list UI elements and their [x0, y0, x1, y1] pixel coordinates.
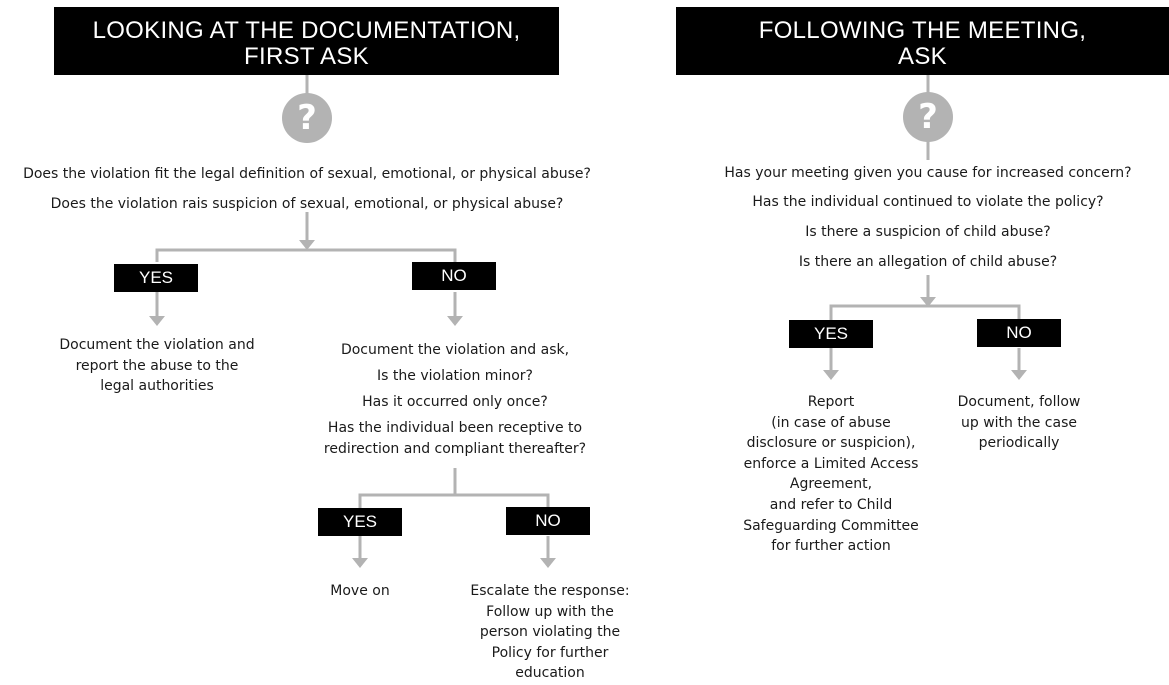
right-heading-line-2: ASK — [898, 43, 947, 70]
left-sub-yes-outcome: Move on — [300, 581, 420, 602]
left-no-label: NO — [412, 262, 496, 290]
left-question-2: Does the violation rais suspicion of sex… — [50, 196, 564, 212]
outcome-line: Document the violation and — [59, 337, 255, 353]
followup-line: Document the violation and ask, — [340, 342, 570, 358]
outcome-line: up with the case — [961, 414, 1077, 431]
followup-line: Is the violation minor? — [377, 368, 533, 384]
left-heading-line-2: FIRST ASK — [244, 43, 369, 70]
outcome-line: report the abuse to the — [75, 357, 239, 374]
left-heading-line-1: LOOKING AT THE DOCUMENTATION, — [92, 17, 521, 44]
left-no-followup: Document the violation and ask, Is the v… — [300, 337, 610, 460]
followup-line: Has it occurred only once? — [362, 394, 548, 410]
outcome-line: (in case of abuse — [771, 414, 891, 431]
right-question-1: Has your meeting given you cause for inc… — [724, 165, 1132, 181]
left-yes-outcome: Document the violation and report the ab… — [27, 335, 287, 397]
outcome-line: Move on — [330, 583, 390, 599]
outcome-line: legal authorities — [100, 378, 214, 395]
left-sub-no-label: NO — [506, 507, 590, 535]
outcome-line: Report — [807, 394, 855, 410]
left-heading-banner: LOOKING AT THE DOCUMENTATION, FIRST ASK — [54, 7, 559, 75]
outcome-line: for further action — [771, 538, 891, 555]
outcome-line: Escalate the response: — [470, 583, 630, 599]
outcome-line: enforce a Limited Access — [743, 455, 919, 472]
right-question-4: Is there an allegation of child abuse? — [798, 254, 1058, 270]
left-sub-no-outcome: Escalate the response: Follow up with th… — [450, 581, 650, 684]
followup-line: redirection and compliant thereafter? — [323, 441, 587, 457]
right-heading-banner: FOLLOWING THE MEETING, ASK — [676, 7, 1169, 75]
left-yes-label: YES — [114, 264, 198, 292]
outcome-line: Policy for further — [491, 644, 609, 661]
question-circle-icon: ? — [282, 93, 332, 143]
right-question-3: Is there a suspicion of child abuse? — [805, 224, 1051, 240]
outcome-line: Document, follow — [957, 394, 1081, 410]
outcome-line: education — [515, 665, 585, 682]
followup-line: Has the individual been receptive to — [327, 420, 583, 436]
left-question-1: Does the violation fit the legal definit… — [23, 166, 591, 182]
outcome-line: Agreement, — [789, 476, 873, 493]
right-no-label: NO — [977, 319, 1061, 347]
right-yes-outcome: Report (in case of abuse disclosure or s… — [721, 392, 941, 557]
outcome-line: periodically — [978, 435, 1060, 452]
right-heading-line-1: FOLLOWING THE MEETING, — [758, 17, 1087, 44]
question-circle-icon: ? — [903, 92, 953, 142]
outcome-line: disclosure or suspicion), — [746, 435, 916, 452]
outcome-line: person violating the — [479, 624, 621, 641]
left-sub-yes-label: YES — [318, 508, 402, 536]
right-no-outcome: Document, follow up with the case period… — [934, 392, 1104, 454]
outcome-line: Safeguarding Committee — [743, 517, 919, 534]
right-question-2: Has the individual continued to violate … — [752, 194, 1104, 210]
outcome-line: and refer to Child — [769, 496, 893, 513]
outcome-line: Follow up with the — [486, 603, 614, 620]
right-yes-label: YES — [789, 320, 873, 348]
